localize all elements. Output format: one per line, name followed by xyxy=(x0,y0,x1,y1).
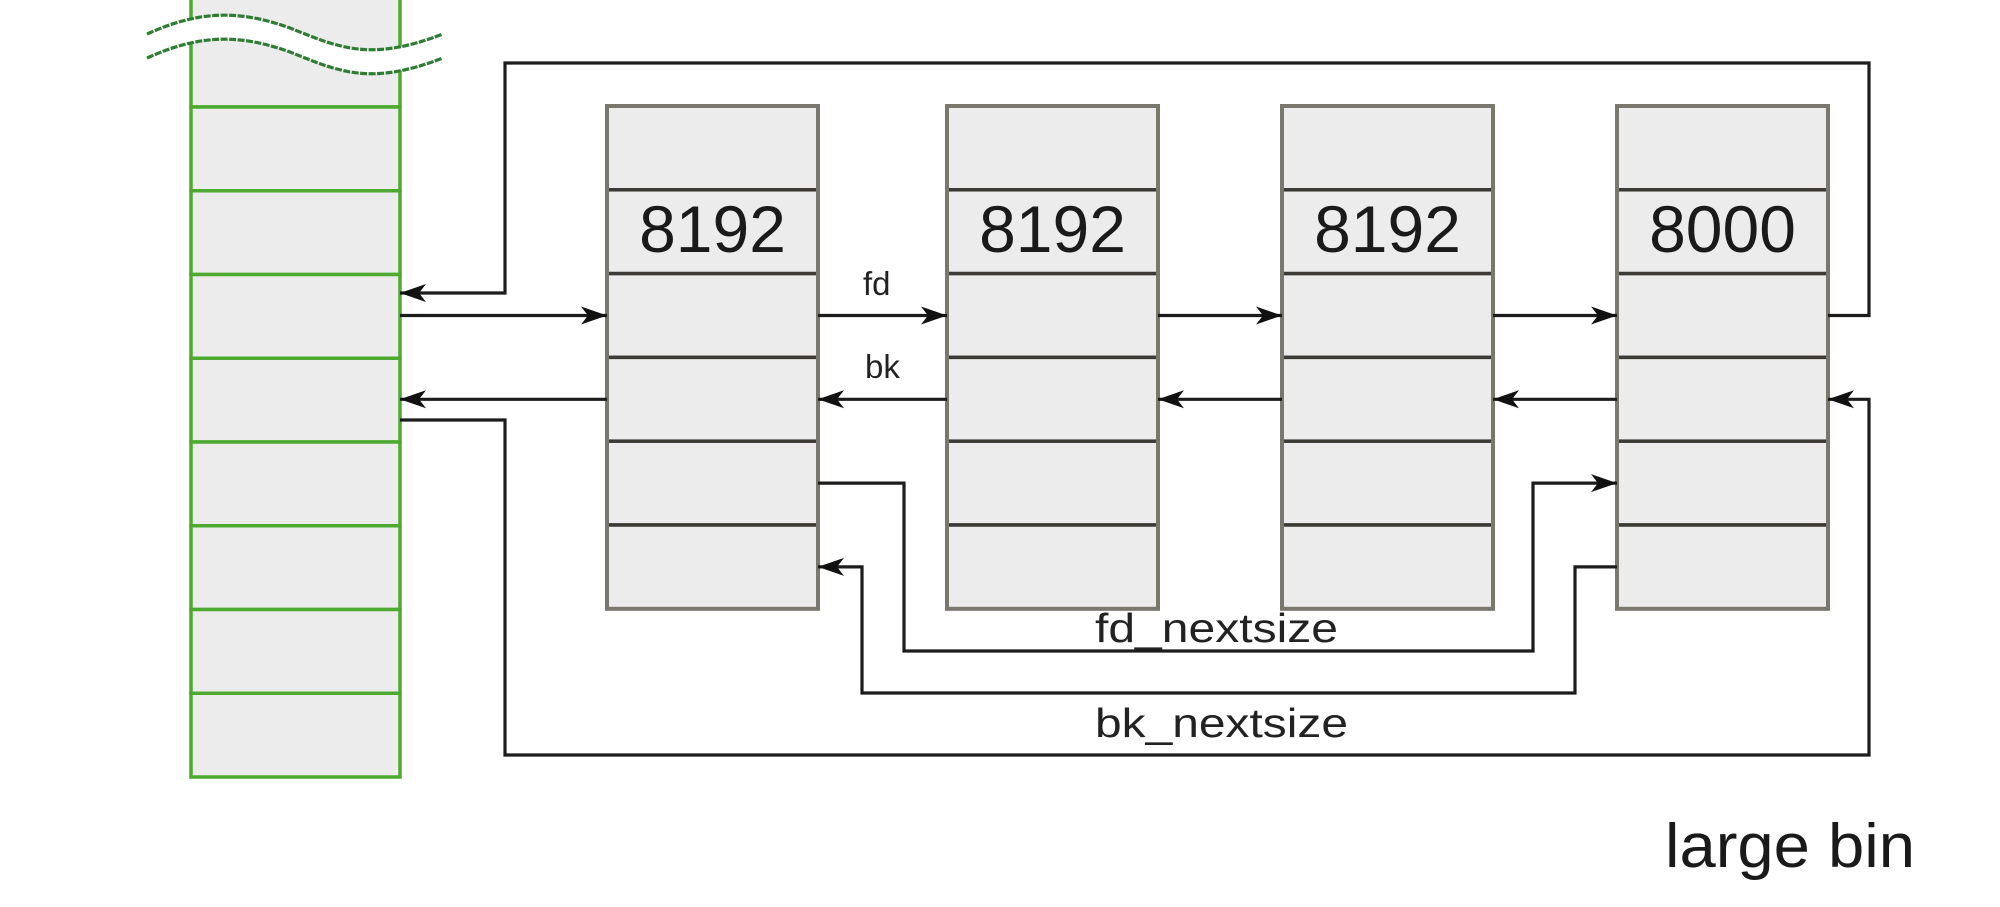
chunk-size-value: 8192 xyxy=(1314,192,1461,266)
bk-link-arrowhead-icon xyxy=(400,390,426,409)
fd-link-arrowhead-icon xyxy=(1591,306,1617,325)
bk-label: bk xyxy=(865,348,900,385)
chunk-field-bk-nextsize xyxy=(605,523,820,611)
chunk-field-fd-nextsize xyxy=(945,439,1160,527)
chunk-field-prev-size xyxy=(1280,104,1495,192)
chunk-field-fd xyxy=(1615,271,1830,360)
chunk-field-prev-size xyxy=(945,104,1160,192)
truncation-wave-icon xyxy=(146,13,444,76)
chunk-border xyxy=(1280,104,1495,611)
bk-nextsize-link xyxy=(818,565,1617,695)
fd-link-arrowhead-icon xyxy=(581,306,607,325)
chunk-size-value: 8192 xyxy=(639,192,786,266)
bin-slot xyxy=(189,105,402,193)
bin-slot xyxy=(189,189,402,277)
chunk-3: 8192 xyxy=(1280,104,1495,611)
bk-loop-link-arrowhead-icon xyxy=(1828,390,1854,409)
bk-nextsize-link-arrowhead-icon xyxy=(818,557,844,576)
chunk-4: 8000 xyxy=(1615,104,1830,611)
chunk-border xyxy=(605,104,820,611)
bin-array-column xyxy=(189,0,402,779)
chunk-2: 8192 xyxy=(945,104,1160,611)
fd-nextsize-link xyxy=(818,481,1617,653)
fd-nextsize-label: fd_nextsize xyxy=(1095,605,1338,651)
chunk-size-value: 8192 xyxy=(979,192,1126,266)
chunk-size-value: 8000 xyxy=(1649,192,1796,266)
chunk-field-fd xyxy=(1280,271,1495,360)
bin-slot xyxy=(189,356,402,444)
bk-nextsize-label: bk_nextsize xyxy=(1095,700,1348,746)
chunk-field-fd-nextsize xyxy=(605,439,820,527)
chunk-field-prev-size xyxy=(605,104,820,192)
fd-link-arrowhead-icon xyxy=(1256,306,1282,325)
bin-slot xyxy=(189,607,402,695)
chunk-field-bk-nextsize xyxy=(1280,523,1495,611)
fd-loop-link xyxy=(400,61,1871,318)
fd-loop-link-arrowhead-icon xyxy=(400,284,426,302)
chunk-field-bk xyxy=(605,355,820,443)
chunk-field-bk xyxy=(945,355,1160,443)
chunk-field-bk-nextsize xyxy=(1615,523,1830,611)
pointer-links xyxy=(400,61,1871,757)
fd-link-arrowhead-icon xyxy=(921,306,947,325)
bk-link-arrowhead-icon xyxy=(818,390,844,409)
chunk-field-bk xyxy=(1280,355,1495,443)
diagram-title: large bin xyxy=(1665,812,1915,881)
chunk-border xyxy=(945,104,1160,611)
chunk-field-fd xyxy=(605,271,820,360)
chunk-list: 8192 8192 8192 8000 xyxy=(605,104,1830,611)
fd-nextsize-link-arrowhead-icon xyxy=(1591,474,1617,493)
chunk-field-fd xyxy=(945,271,1160,360)
chunk-field-fd-nextsize xyxy=(1615,439,1830,527)
chunk-field-size xyxy=(945,188,1160,276)
bk-link-arrowhead-icon xyxy=(1493,390,1519,409)
chunk-field-bk-nextsize xyxy=(945,523,1160,611)
chunk-field-fd-nextsize xyxy=(1280,439,1495,527)
fd-label: fd xyxy=(863,265,891,302)
chunk-1: 8192 xyxy=(605,104,820,611)
bin-slot xyxy=(189,272,402,360)
chunk-border xyxy=(1615,104,1830,611)
chunk-field-size xyxy=(1615,188,1830,276)
bin-slot xyxy=(189,691,402,779)
chunk-field-bk xyxy=(1615,355,1830,443)
chunk-field-prev-size xyxy=(1615,104,1830,192)
bin-slot xyxy=(189,440,402,528)
bk-loop-link xyxy=(400,397,1871,757)
bin-slot xyxy=(189,524,402,612)
bk-link-arrowhead-icon xyxy=(1158,390,1184,409)
